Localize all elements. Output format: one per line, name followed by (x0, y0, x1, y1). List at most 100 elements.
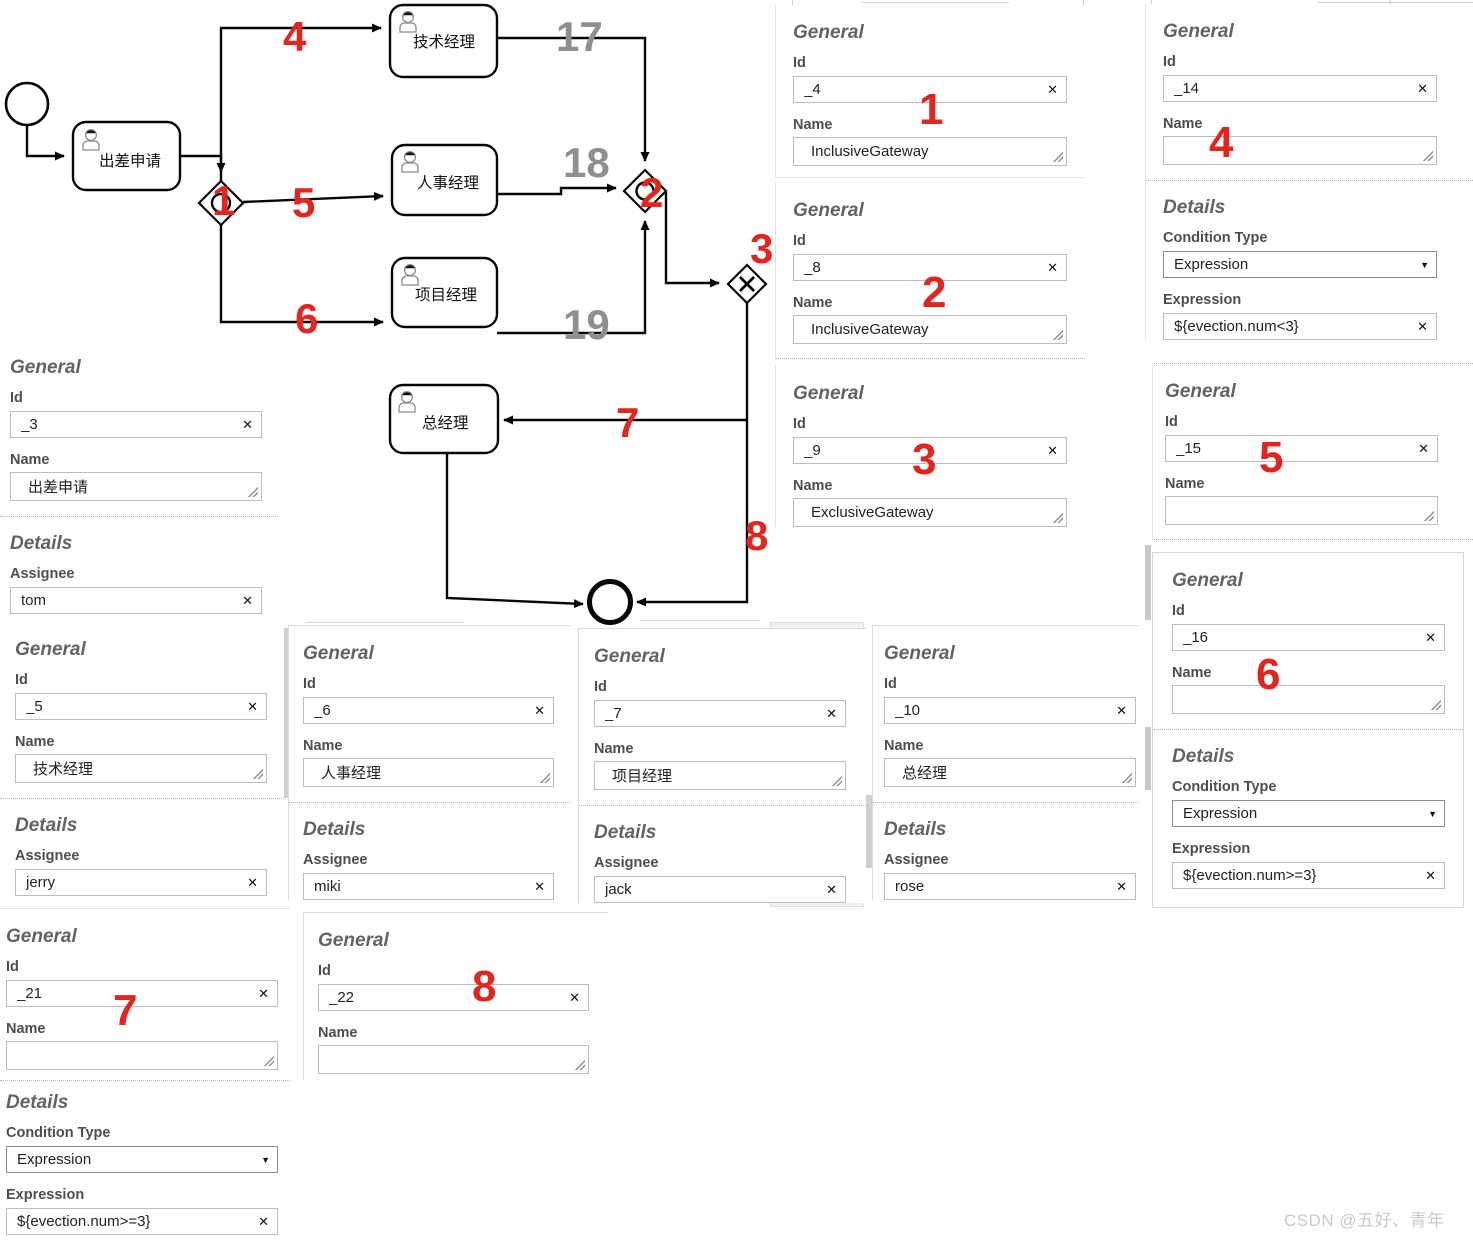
assignee-input[interactable]: jerry ✕ (15, 869, 267, 896)
resize-handle-icon[interactable] (263, 1055, 274, 1066)
scrollbar-fragment[interactable] (284, 628, 290, 798)
name-textarea[interactable]: 总经理 (884, 758, 1136, 787)
clear-icon[interactable]: ✕ (242, 592, 253, 608)
name-textarea[interactable]: 技术经理 (15, 754, 267, 783)
name-textarea[interactable]: 项目经理 (594, 761, 846, 790)
name-textarea[interactable] (318, 1045, 589, 1074)
end-event[interactable] (587, 579, 633, 625)
resize-handle-icon[interactable] (1422, 150, 1433, 161)
clear-icon[interactable]: ✕ (1418, 440, 1429, 456)
expression-input[interactable]: ${evection.num<3} ✕ (1163, 313, 1437, 340)
resize-handle-icon[interactable] (1121, 772, 1132, 783)
name-textarea[interactable]: 人事经理 (303, 758, 554, 787)
inclusive-gateway-1[interactable] (197, 179, 245, 227)
condition-type-select[interactable]: Expression ▼ (1172, 800, 1445, 827)
id-input[interactable]: _15 ✕ (1165, 435, 1438, 462)
clear-icon[interactable]: ✕ (569, 989, 580, 1005)
id-input[interactable]: _14 ✕ (1163, 75, 1437, 102)
start-event[interactable] (4, 81, 50, 127)
id-input[interactable]: _9 ✕ (793, 437, 1067, 464)
task-project-manager[interactable]: 项目经理 (390, 256, 499, 329)
panel-task-hr: General Id _6 ✕ Name 人事经理 Details Assign… (288, 625, 570, 900)
id-input[interactable]: _22 ✕ (318, 984, 589, 1011)
clear-icon[interactable]: ✕ (1116, 878, 1127, 894)
task-general-manager[interactable]: 总经理 (388, 383, 500, 455)
clear-icon[interactable]: ✕ (1417, 318, 1428, 334)
resize-handle-icon[interactable] (252, 768, 263, 779)
expression-input[interactable]: ${evection.num>=3} ✕ (1172, 862, 1445, 889)
section-details: Details (1172, 746, 1235, 767)
assignee-input[interactable]: rose ✕ (884, 873, 1136, 900)
resize-handle-icon[interactable] (539, 772, 550, 783)
scrollbar-fragment[interactable] (1145, 727, 1151, 790)
name-textarea[interactable] (6, 1041, 278, 1070)
clear-icon[interactable]: ✕ (242, 416, 253, 432)
task-hr-manager[interactable]: 人事经理 (390, 143, 499, 217)
clear-icon[interactable]: ✕ (1047, 259, 1058, 275)
name-textarea[interactable] (1163, 136, 1437, 165)
condition-type-label: Condition Type (1163, 230, 1268, 246)
dropdown-icon: ▼ (1420, 259, 1429, 270)
condition-type-select[interactable]: Expression ▼ (6, 1146, 278, 1173)
clear-icon[interactable]: ✕ (1417, 80, 1428, 96)
resize-handle-icon[interactable] (1430, 699, 1441, 710)
id-input[interactable]: _6 ✕ (303, 697, 554, 724)
clear-icon[interactable]: ✕ (1116, 702, 1127, 718)
clear-icon[interactable]: ✕ (534, 878, 545, 894)
clear-icon[interactable]: ✕ (826, 705, 837, 721)
id-input[interactable]: _8 ✕ (793, 254, 1067, 281)
panel-flow-15: General Id _15 ✕ Name 5 (1152, 363, 1473, 540)
name-textarea[interactable]: ExclusiveGateway (793, 498, 1067, 527)
assignee-value: miki (314, 878, 341, 895)
panel-task-apply: General Id _3 ✕ Name 出差申请 Details Assign… (0, 340, 278, 614)
panel-gateway-exclusive: General Id _9 ✕ Name ExclusiveGateway 3 (775, 366, 1085, 527)
clear-icon[interactable]: ✕ (1425, 629, 1436, 645)
svg-text:技术经理: 技术经理 (413, 33, 475, 51)
scrollbar-fragment[interactable] (866, 795, 872, 868)
clear-icon[interactable]: ✕ (258, 1213, 269, 1229)
assignee-input[interactable]: jack ✕ (594, 876, 846, 903)
task-apply[interactable]: 出差申请 (71, 120, 182, 192)
resize-handle-icon[interactable] (1052, 512, 1063, 523)
resize-handle-icon[interactable] (1423, 510, 1434, 521)
id-input[interactable]: _3 ✕ (10, 411, 262, 438)
clear-icon[interactable]: ✕ (258, 985, 269, 1001)
exclusive-gateway[interactable] (726, 263, 768, 305)
condition-type-select[interactable]: Expression ▼ (1163, 251, 1437, 278)
resize-handle-icon[interactable] (1052, 151, 1063, 162)
id-input[interactable]: _7 ✕ (594, 700, 846, 727)
expression-input[interactable]: ${evection.num>=3} ✕ (6, 1208, 278, 1235)
resize-handle-icon[interactable] (831, 775, 842, 786)
resize-handle-icon[interactable] (1052, 329, 1063, 340)
id-input[interactable]: _16 ✕ (1172, 624, 1445, 651)
scrollbar-fragment[interactable] (1145, 545, 1151, 620)
clear-icon[interactable]: ✕ (247, 698, 258, 714)
clear-icon[interactable]: ✕ (534, 702, 545, 718)
resize-handle-icon[interactable] (574, 1059, 585, 1070)
id-input[interactable]: _4 ✕ (793, 76, 1067, 103)
name-textarea[interactable] (1165, 496, 1438, 525)
clear-icon[interactable]: ✕ (1425, 867, 1436, 883)
name-textarea[interactable]: 出差申请 (10, 472, 262, 501)
task-tech-manager[interactable]: 技术经理 (388, 3, 499, 79)
panel-task-pm: General Id _7 ✕ Name 项目经理 Details Assign… (578, 628, 866, 903)
id-input[interactable]: _10 ✕ (884, 697, 1136, 724)
assignee-input[interactable]: miki ✕ (303, 873, 554, 900)
name-textarea[interactable]: InclusiveGateway (793, 137, 1067, 166)
inclusive-gateway-2[interactable] (622, 168, 668, 214)
clear-icon[interactable]: ✕ (826, 881, 837, 897)
bpmn-diagram-canvas[interactable]: 出差申请 技术经理 人事经理 (0, 0, 775, 630)
id-input[interactable]: _5 ✕ (15, 693, 267, 720)
sequence-flows[interactable] (25, 23, 749, 609)
panel-edge-tick (861, 2, 1009, 3)
clear-icon[interactable]: ✕ (1047, 81, 1058, 97)
name-textarea[interactable]: InclusiveGateway (793, 315, 1067, 344)
name-label: Name (884, 738, 924, 754)
resize-handle-icon[interactable] (247, 486, 258, 497)
name-textarea[interactable] (1172, 685, 1445, 714)
id-input[interactable]: _21 ✕ (6, 980, 278, 1007)
clear-icon[interactable]: ✕ (1047, 442, 1058, 458)
clear-icon[interactable]: ✕ (247, 874, 258, 890)
assignee-input[interactable]: tom ✕ (10, 587, 262, 614)
